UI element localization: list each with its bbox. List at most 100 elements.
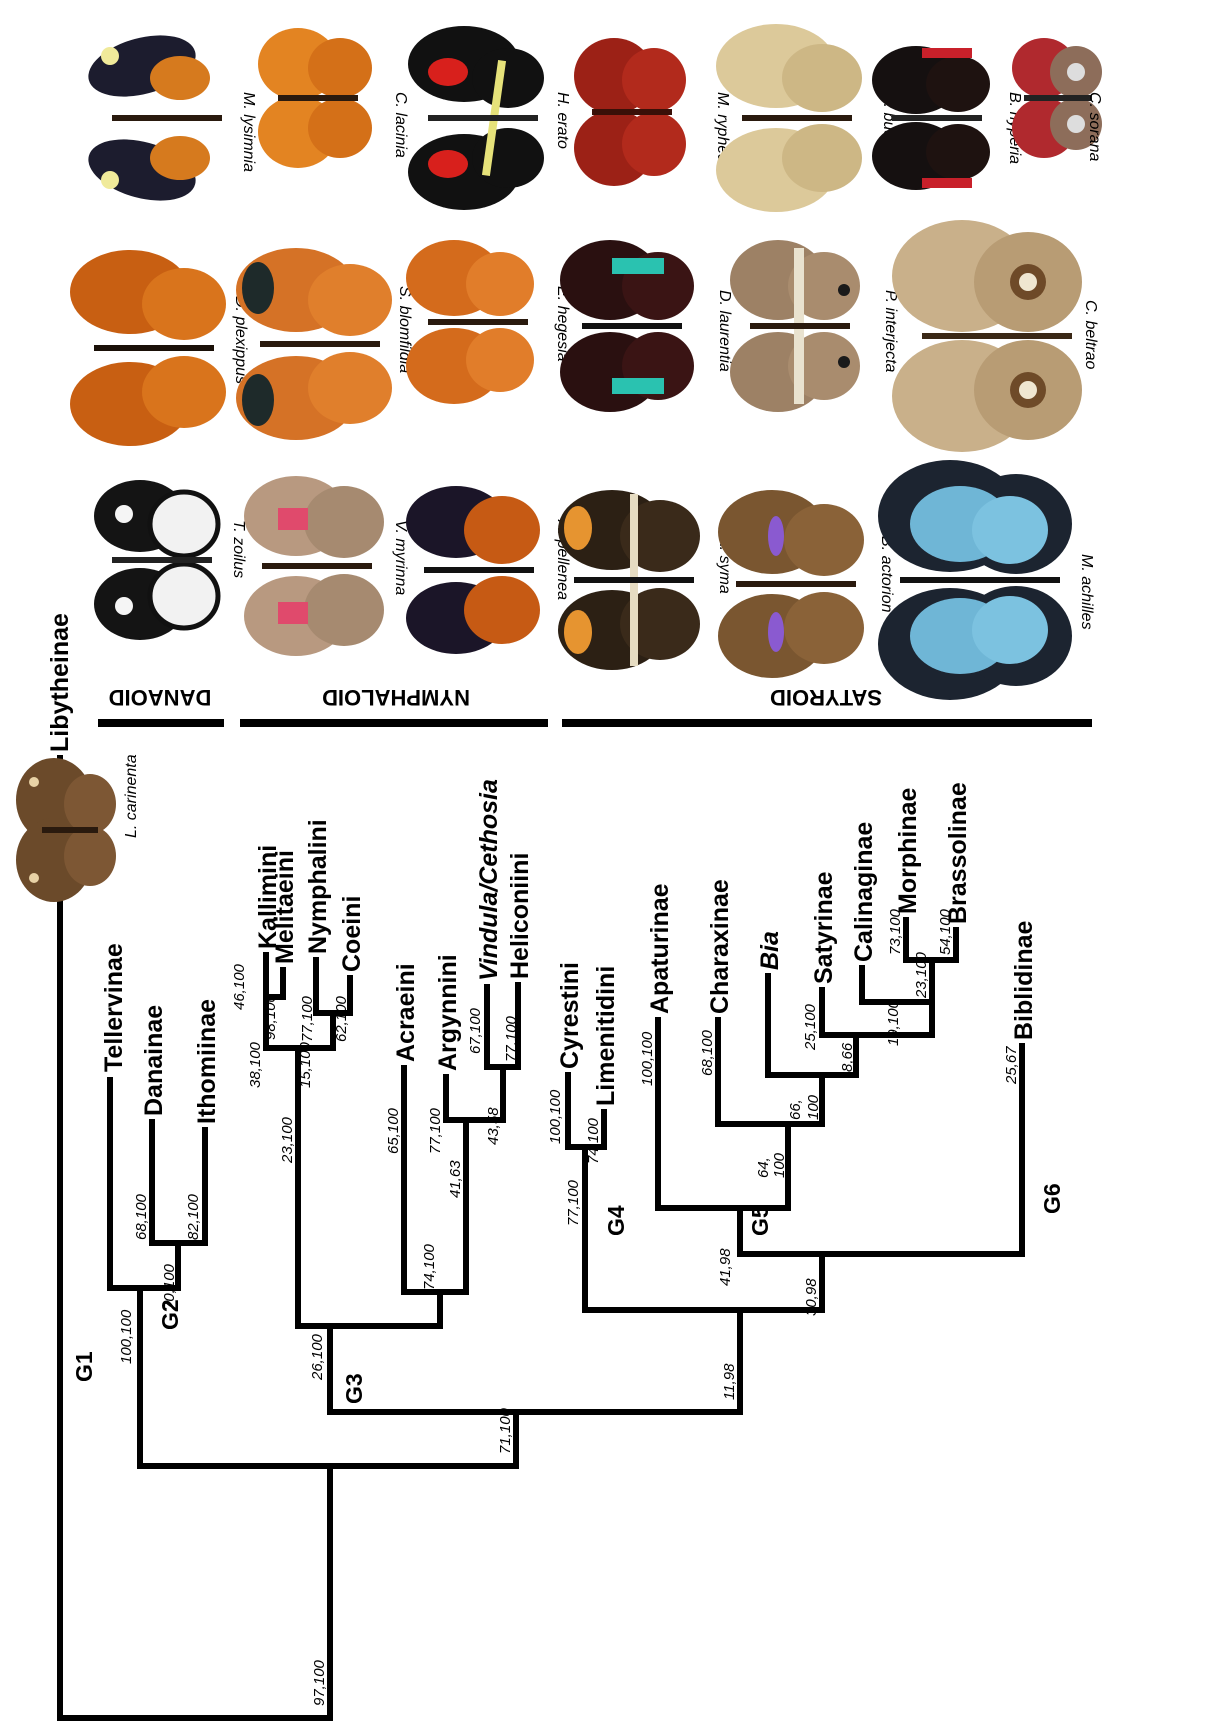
support-morphinae: 73,100 — [887, 908, 904, 955]
support-node-66-a: 66, — [787, 1099, 804, 1120]
support-limenitidini: 74,100 — [585, 1117, 602, 1164]
support-nymphalini: 77,100 — [299, 995, 316, 1042]
support-danainae: 68,100 — [133, 1193, 150, 1240]
group-g6: G6 — [1039, 1183, 1065, 1214]
support-charaxinae: 68,100 — [699, 1029, 716, 1076]
butterfly-b-actorion — [718, 490, 864, 678]
species-c-lacinia: C. lacinia — [392, 92, 409, 158]
butterfly-d-laurentia — [560, 240, 694, 412]
taxon-morphinae: Morphinae — [894, 788, 922, 914]
support-node-64-a: 64, — [755, 1157, 772, 1178]
butterfly-a-syma — [558, 490, 700, 670]
support-vindula: 67,100 — [467, 1007, 484, 1054]
species-m-lysimnia: M. lysimnia — [240, 92, 257, 172]
butterfly-l-carinenta — [16, 758, 116, 902]
branch-g3 — [298, 1048, 440, 1326]
butterfly-images: L. carinenta M. lysimnia C. lacinia — [16, 24, 1103, 902]
support-acraeini: 65,100 — [385, 1107, 402, 1154]
taxon-melitaeini: Melitaeini — [271, 850, 299, 964]
support-satyrinae: 25,100 — [802, 1003, 819, 1051]
species-l-carinenta: L. carinenta — [123, 754, 140, 838]
species-h-erato: H. erato — [554, 92, 571, 149]
support-apaturinae: 100,100 — [639, 1031, 656, 1086]
species-c-beltrao: C. beltrao — [1082, 300, 1099, 369]
support-node-8: 8,66 — [839, 1042, 856, 1072]
taxon-satyrinae: Satyrinae — [810, 871, 838, 984]
support-satyroid: 11,98 — [721, 1363, 738, 1400]
butterfly-a-pellenea — [406, 486, 540, 654]
clade-danaoid: DANAOID — [109, 685, 212, 710]
support-g4: 77,100 — [565, 1179, 582, 1226]
support-kall-mel: 38,100 — [247, 1041, 264, 1088]
species-v-myrinna: V. myrinna — [392, 520, 409, 595]
clade-nymphaloid: NYMPHALOID — [322, 685, 470, 710]
taxon-nymphalini: Nymphalini — [304, 819, 332, 954]
butterfly-s-blomfildia — [236, 248, 392, 440]
species-t-zoilus: T. zoilus — [230, 520, 247, 578]
clade-satyroid: SATYROID — [770, 685, 882, 710]
species-c-sorana: C. sorana — [1086, 92, 1103, 161]
support-root: 97,100 — [311, 1659, 328, 1706]
support-nymph-grp: 23,100 — [279, 1116, 296, 1164]
taxon-libytheinae: Libytheinae — [46, 613, 74, 752]
taxon-coeini: Coeini — [338, 896, 366, 972]
taxon-ithomiinae: Ithomiinae — [193, 999, 221, 1124]
taxon-tellervinae: Tellervinae — [100, 943, 128, 1072]
support-g3: 26,100 — [309, 1333, 326, 1381]
support-node-66-b: 100 — [805, 1094, 822, 1120]
danaoid-bar — [98, 719, 224, 727]
butterfly-m-achilles — [878, 460, 1072, 700]
butterfly-h-erato — [408, 26, 544, 210]
taxon-charaxinae: Charaxinae — [706, 879, 734, 1014]
support-node-23: 23,100 — [913, 951, 930, 999]
taxon-acraeini: Acraeini — [392, 963, 420, 1062]
support-g2: 100,100 — [118, 1309, 135, 1364]
taxon-brassolinae: Brassolinae — [944, 782, 972, 924]
support-kallimini: 46,100 — [231, 963, 248, 1010]
taxon-argynnini: Argynnini — [434, 954, 462, 1071]
support-heliconiini: 77,100 — [503, 1015, 520, 1062]
support-nym-coe: 15,100 — [297, 1041, 314, 1088]
support-node-19: 19,100 — [885, 999, 902, 1046]
group-g2: G2 — [157, 1299, 183, 1330]
support-argynnini: 77,100 — [427, 1107, 444, 1154]
support-brassolinae: 54,100 — [937, 908, 954, 955]
butterfly-e-hegesia — [406, 240, 534, 404]
support-coeini: 62,100 — [333, 995, 350, 1042]
support-melitaeini: 98,100 — [262, 993, 279, 1040]
butterfly-d-plexippus — [70, 250, 226, 446]
group-g1: G1 — [71, 1351, 97, 1382]
butterfly-p-interjecta — [730, 240, 860, 412]
taxon-cyrestini: Cyrestini — [556, 962, 584, 1069]
satyroid-bar — [562, 719, 1092, 727]
taxon-vindula-cethosia: Vindula/Cethosia — [475, 779, 503, 981]
species-d-laurentia: D. laurentia — [716, 290, 733, 372]
support-helic-grp: 74,100 — [421, 1243, 438, 1290]
nymphaloid-bar — [240, 719, 548, 727]
butterfly-v-myrinna — [244, 476, 384, 656]
taxon-danainae: Danainae — [140, 1005, 168, 1116]
group-g3: G3 — [341, 1373, 367, 1404]
species-m-achilles: M. achilles — [1078, 554, 1095, 630]
support-node-64-b: 100 — [771, 1152, 788, 1178]
group-g5: G5 — [747, 1205, 773, 1236]
support-cyrestini: 100,100 — [547, 1089, 564, 1144]
butterfly-m-lysimnia — [82, 25, 222, 212]
support-biblidinae: 25,67 — [1003, 1046, 1020, 1085]
butterfly-c-buddha — [716, 24, 862, 212]
taxon-heliconiini: Heliconiini — [506, 853, 534, 979]
butterfly-c-beltrao — [892, 220, 1082, 452]
support-g5g6: 30,98 — [803, 1278, 820, 1316]
butterfly-c-lacinia — [258, 28, 372, 168]
support-vind-helic: 43,58 — [485, 1107, 502, 1145]
support-ithomiinae: 82,100 — [185, 1193, 202, 1240]
butterfly-t-zoilus — [94, 480, 218, 640]
species-p-interjecta: P. interjecta — [882, 290, 899, 373]
taxon-bia: Bia — [756, 931, 784, 970]
taxon-apaturinae: Apaturinae — [646, 883, 674, 1014]
support-arg-helic: 41,63 — [447, 1160, 464, 1198]
group-g4: G4 — [603, 1205, 629, 1236]
taxon-calinaginae: Calinaginae — [850, 822, 878, 962]
taxon-limenitidini: Limenitidini — [592, 966, 620, 1106]
